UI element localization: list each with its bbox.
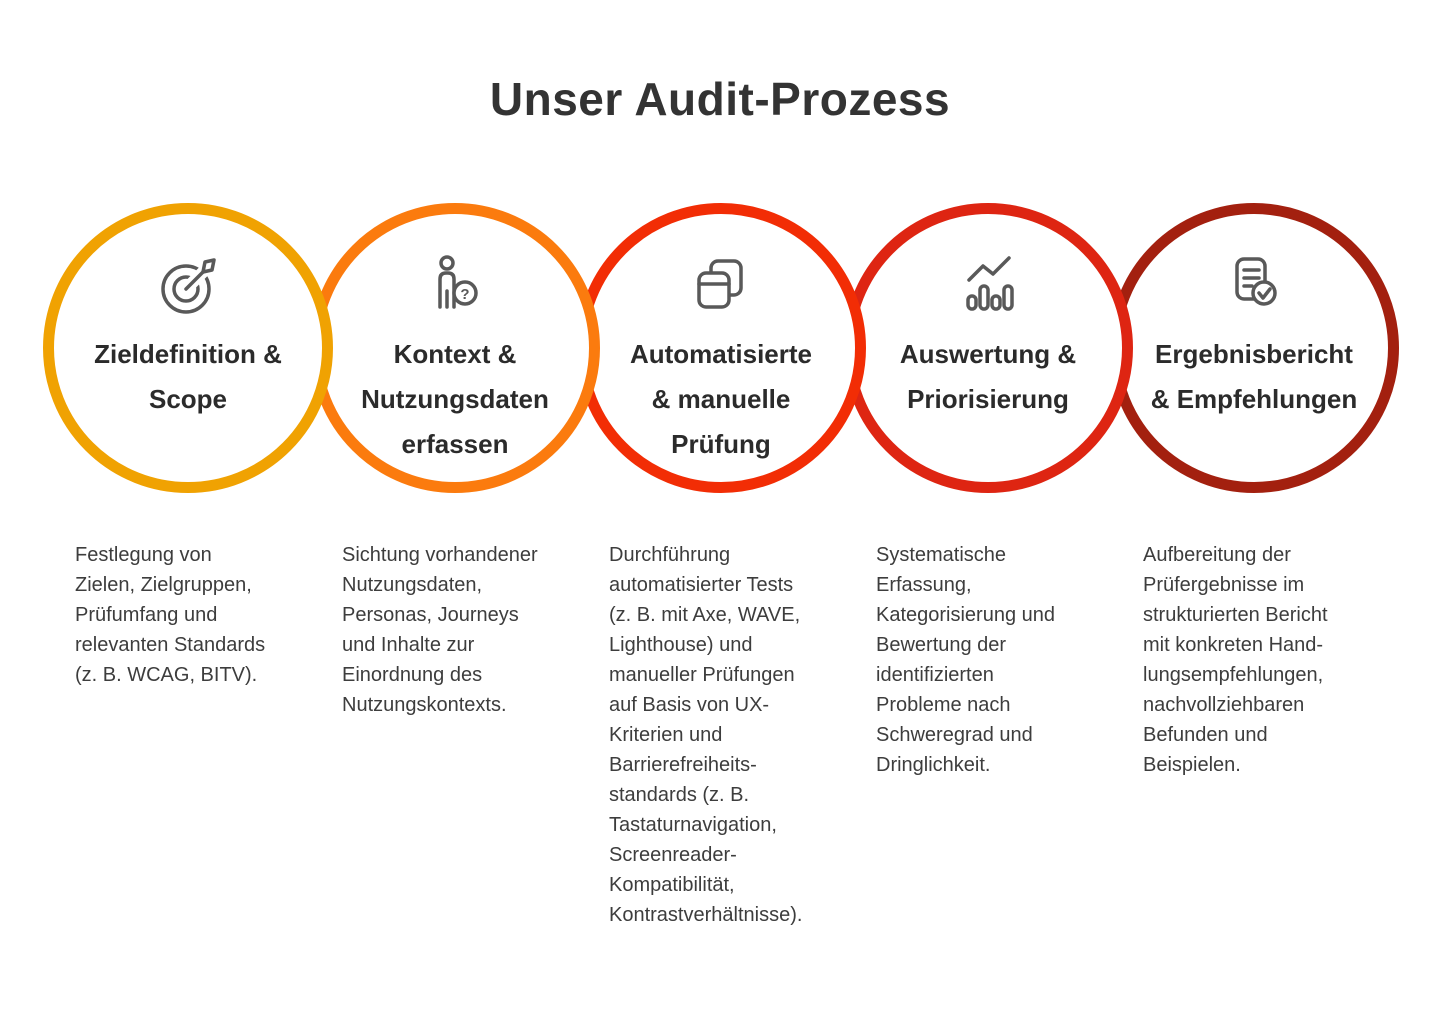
bar-chart-trend-icon	[854, 250, 1122, 320]
step-description-3: Durchführung automatisierter Tests (z. B…	[609, 544, 803, 926]
step-circle-2: ? Kontext & Nutzungsdaten erfassen	[310, 203, 600, 493]
page-title: Unser Audit-Prozess	[489, 73, 951, 125]
step-circle-5: Ergebnisbericht & Empfehlungen	[1109, 203, 1399, 493]
report-check-icon	[1120, 250, 1388, 320]
step-title-1: Zieldefinition & Scope	[94, 339, 282, 414]
svg-text:?: ?	[460, 286, 469, 303]
step-description-2: Sichtung vorhandener Nutzungsdaten, Pers…	[342, 544, 538, 716]
step-description-1: Festlegung von Zielen, Zielgruppen, Prüf…	[75, 544, 266, 686]
step-title-3: Automatisierte & manuelle Prüfung	[629, 339, 813, 459]
target-dart-icon	[54, 250, 322, 320]
step-title-5: Ergebnisbericht & Empfehlungen	[1150, 339, 1358, 414]
step-title-2: Kontext & Nutzungsdaten erfassen	[361, 339, 549, 459]
step-title-4: Auswertung & Priorisierung	[899, 339, 1077, 414]
step-circle-3: Automatisierte & manuelle Prüfung	[576, 203, 866, 493]
step-circle-1: Zieldefinition & Scope	[43, 203, 333, 493]
overlapping-windows-icon	[587, 250, 855, 320]
step-description-4: Systematische Erfassung, Kategorisierung…	[876, 544, 1056, 776]
person-question-icon: ?	[321, 250, 589, 320]
step-description-5: Aufbereitung der Prüfergebnisse im struk…	[1143, 544, 1328, 776]
step-circle-4: Auswertung & Priorisierung	[843, 203, 1133, 493]
